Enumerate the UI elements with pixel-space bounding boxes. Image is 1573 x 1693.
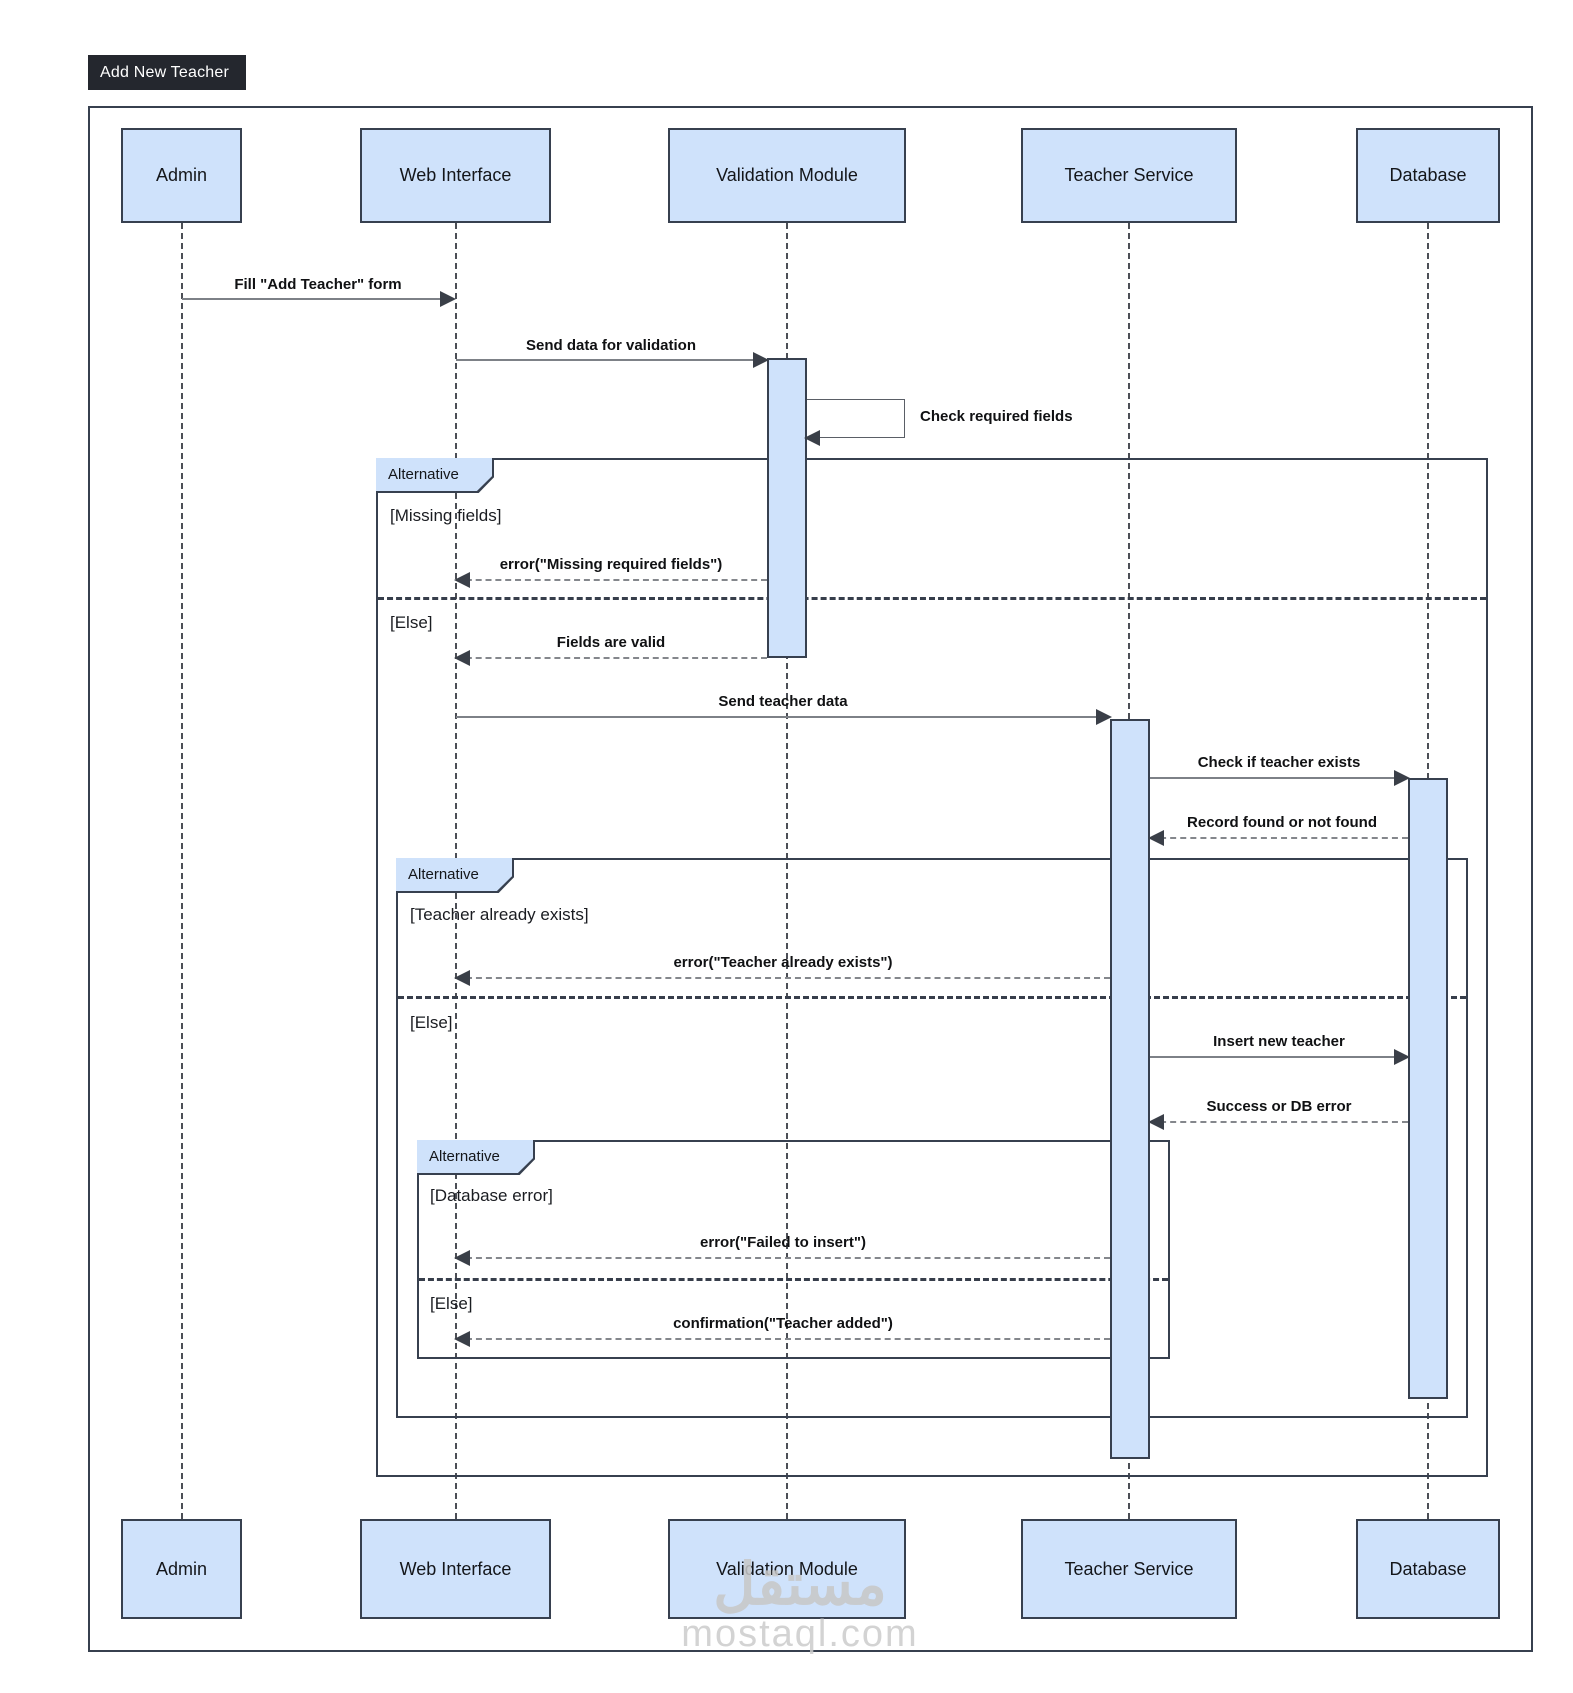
label-error-exists: error("Teacher already exists") [673,954,893,971]
arrow-insert-new [1150,1049,1410,1065]
alt-fragment-2-tab-label: Alternative [396,858,512,891]
alt-fragment-1 [376,458,1488,1477]
participant-admin-top: Admin [121,128,242,223]
participant-admin-bottom: Admin [121,1519,242,1619]
arrow-send-validation [456,352,769,368]
arrow-error-insert [454,1250,1110,1266]
arrow-check-fields-self-loop [804,399,905,446]
activation-database [1408,778,1448,1399]
arrow-fill-form [182,291,456,307]
participant-teacher-service-bottom: Teacher Service [1021,1519,1237,1619]
participant-validation-module-bottom: Validation Module [668,1519,906,1619]
label-record-found: Record found or not found [1187,814,1377,831]
lifeline-validation-module [786,223,788,1519]
activation-validation-module [767,358,807,658]
arrow-fields-valid [454,650,767,666]
alt-fragment-1-guard-2: [Else] [390,613,433,632]
arrow-error-missing [454,572,767,588]
participant-database-top: Database [1356,128,1500,223]
label-send-teacher: Send teacher data [718,693,848,710]
label-error-insert: error("Failed to insert") [700,1234,866,1251]
participant-web-interface-top: Web Interface [360,128,551,223]
arrow-error-exists [454,970,1110,986]
participant-database-bottom: Database [1356,1519,1500,1619]
alt-fragment-3-tab-label: Alternative [417,1140,533,1173]
lifeline-admin [181,223,183,1519]
label-error-missing: error("Missing required fields") [499,556,723,573]
alt-fragment-3-guard-2: [Else] [430,1294,473,1313]
arrow-record-found [1148,830,1408,846]
participant-validation-module-top: Validation Module [668,128,906,223]
alt-fragment-2-divider [398,996,1466,999]
alt-fragment-3-divider [419,1278,1168,1281]
alt-fragment-2-tab: Alternative [396,858,514,893]
alt-fragment-2-guard-1: [Teacher already exists] [410,905,589,924]
alt-fragment-3 [417,1140,1170,1359]
participant-web-interface-bottom: Web Interface [360,1519,551,1619]
alt-fragment-2 [396,858,1468,1418]
arrow-confirmation [454,1331,1110,1347]
alt-fragment-1-tab-label: Alternative [376,458,492,491]
label-check-fields: Check required fields [920,408,1073,425]
alt-fragment-1-tab: Alternative [376,458,494,493]
activation-teacher-service [1110,719,1150,1459]
alt-fragment-2-guard-2: [Else] [410,1013,453,1032]
participant-teacher-service-top: Teacher Service [1021,128,1237,223]
alt-fragment-1-divider [378,597,1486,600]
diagram-title: Add New Teacher [88,55,246,90]
label-confirmation: confirmation("Teacher added") [673,1315,893,1332]
label-check-exists: Check if teacher exists [1197,754,1361,771]
arrow-success-db [1148,1114,1408,1130]
alt-fragment-3-guard-1: [Database error] [430,1186,553,1205]
alt-fragment-3-tab: Alternative [417,1140,535,1175]
alt-fragment-1-guard-1: [Missing fields] [390,506,502,525]
label-fields-valid: Fields are valid [556,634,666,651]
label-fill-form: Fill "Add Teacher" form [234,276,402,293]
label-send-validation: Send data for validation [525,337,697,354]
arrow-send-teacher [456,709,1112,725]
arrow-check-exists [1150,770,1410,786]
label-success-db: Success or DB error [1206,1098,1352,1115]
diagram-frame [88,106,1533,1652]
label-insert-new: Insert new teacher [1213,1033,1345,1050]
